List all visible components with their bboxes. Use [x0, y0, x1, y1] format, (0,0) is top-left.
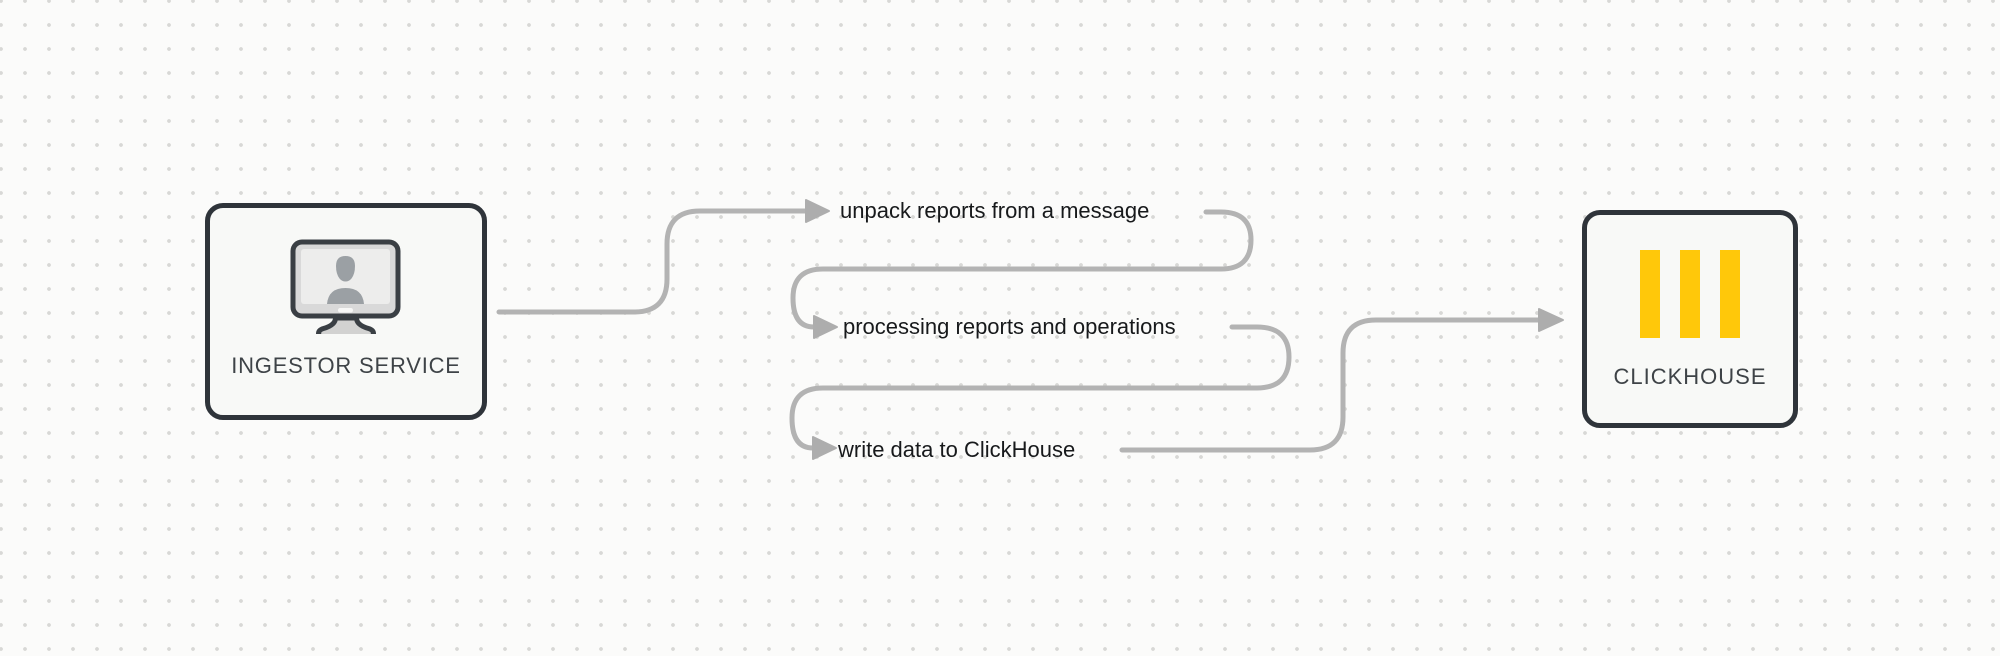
step-label-processing-reports: processing reports and operations [843, 314, 1176, 339]
arrowhead-step3-icon [812, 436, 837, 460]
arrowhead-step1-icon [805, 199, 830, 223]
monitor-user-icon [290, 239, 401, 334]
step-label-unpack-reports: unpack reports from a message [840, 198, 1150, 223]
clickhouse-logo-icon [1640, 250, 1740, 338]
connector-step1-to-step2 [790, 209, 1254, 339]
arrowhead-clickhouse-icon [1538, 308, 1564, 332]
connector-step2-to-step3 [789, 324, 1292, 460]
step-label-write-data: write data to ClickHouse [838, 437, 1076, 462]
connector-step3-to-clickhouse [1119, 308, 1564, 453]
node-clickhouse: CLICKHOUSE [1582, 210, 1798, 428]
arrowhead-step2-icon [813, 315, 838, 339]
node-label-clickhouse: CLICKHOUSE [1613, 364, 1767, 389]
node-ingestor-service: INGESTOR SERVICE [205, 203, 487, 420]
connector-ingestor-to-step1 [496, 199, 830, 315]
node-label-ingestor: INGESTOR SERVICE [231, 353, 461, 378]
